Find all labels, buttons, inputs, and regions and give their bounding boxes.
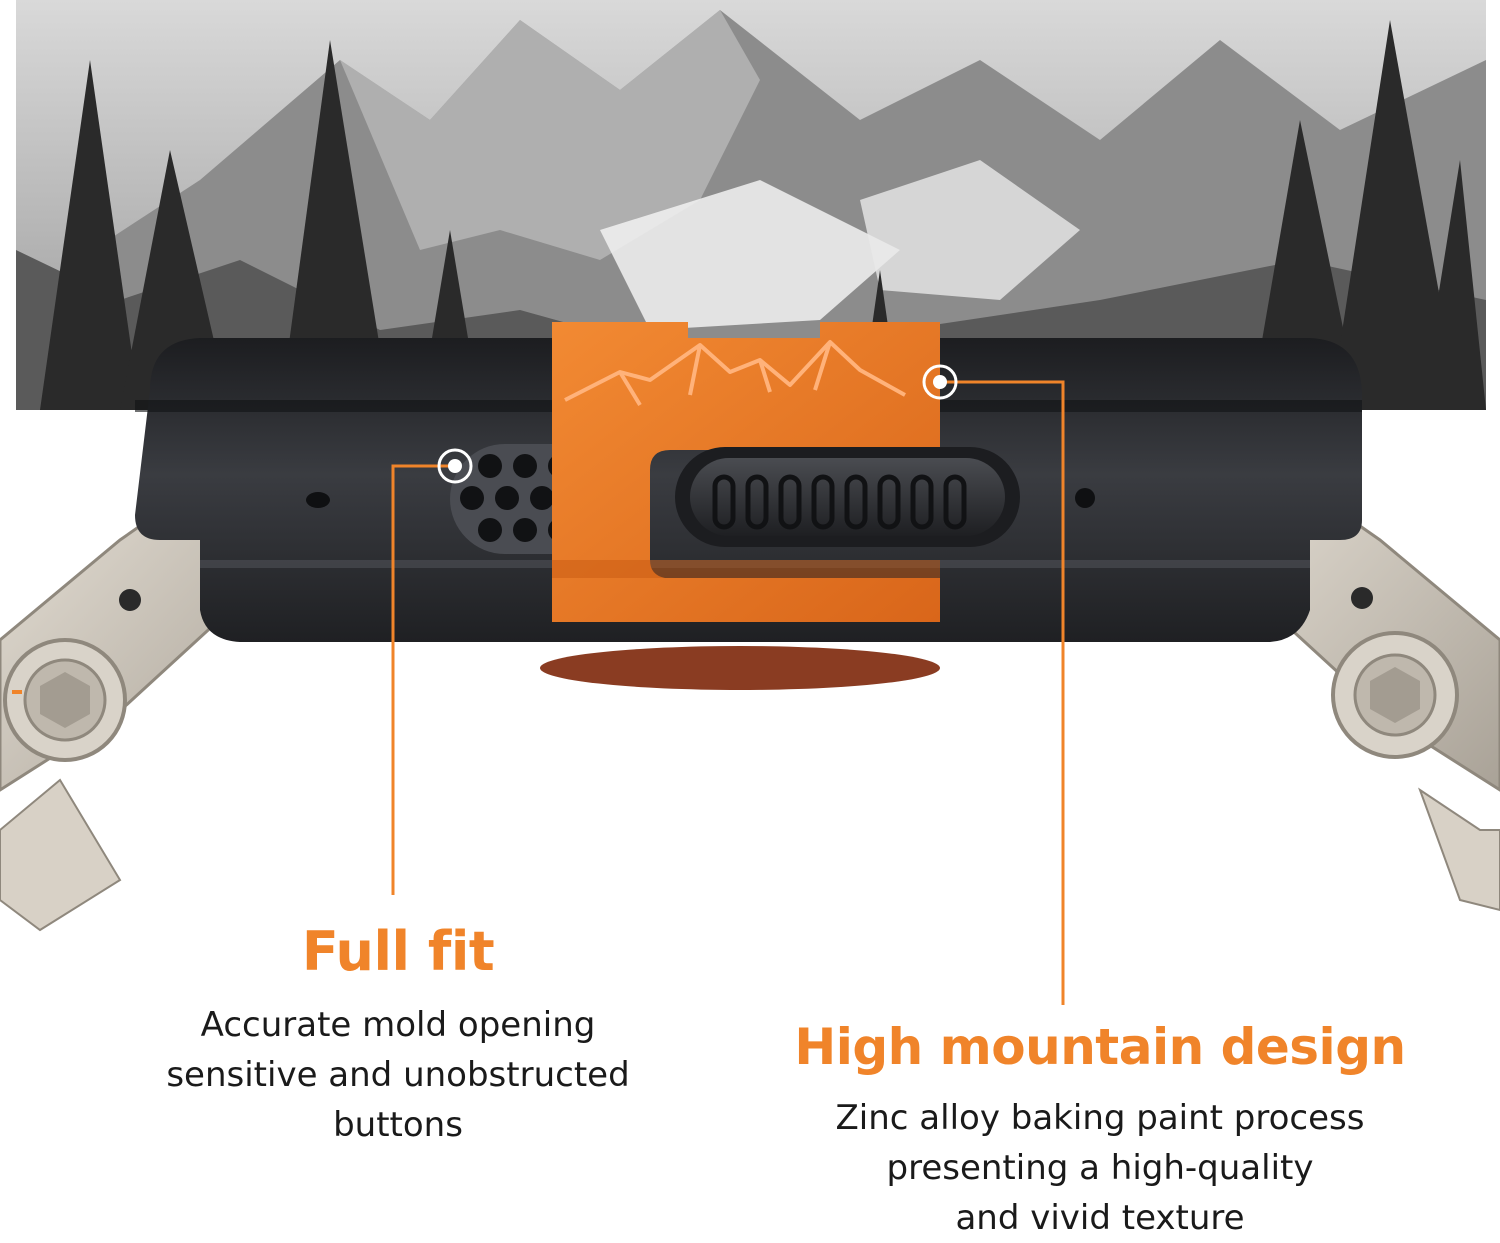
feature-line: sensitive and unobstructed <box>166 1055 630 1095</box>
target-dot-icon <box>437 448 473 484</box>
mountain-backdrop <box>16 0 1486 410</box>
callout-high-mountain <box>922 364 1065 1005</box>
feature-description-full-fit: Accurate mold opening sensitive and unob… <box>98 1000 698 1150</box>
feature-line: Accurate mold opening <box>200 1005 596 1045</box>
feature-line: presenting a high-quality <box>886 1148 1314 1188</box>
feature-line: and vivid texture <box>955 1198 1245 1238</box>
mountain-icon <box>564 340 906 407</box>
feature-title-full-fit: Full fit <box>301 920 495 983</box>
feature-line: buttons <box>333 1105 463 1145</box>
feature-title-high-mountain-design: High mountain design <box>794 1018 1406 1076</box>
mic-hole-right <box>1075 488 1095 508</box>
feature-description-high-mountain-design: Zinc alloy baking paint process presenti… <box>770 1093 1430 1243</box>
watch-back-sensor <box>540 646 940 690</box>
callout-full-fit <box>391 448 473 895</box>
target-dot-icon <box>922 364 958 400</box>
orange-bumper-clip <box>552 322 940 622</box>
side-action-button <box>675 447 1020 547</box>
mic-hole-left <box>306 492 330 508</box>
feature-line: Zinc alloy baking paint process <box>835 1098 1365 1138</box>
